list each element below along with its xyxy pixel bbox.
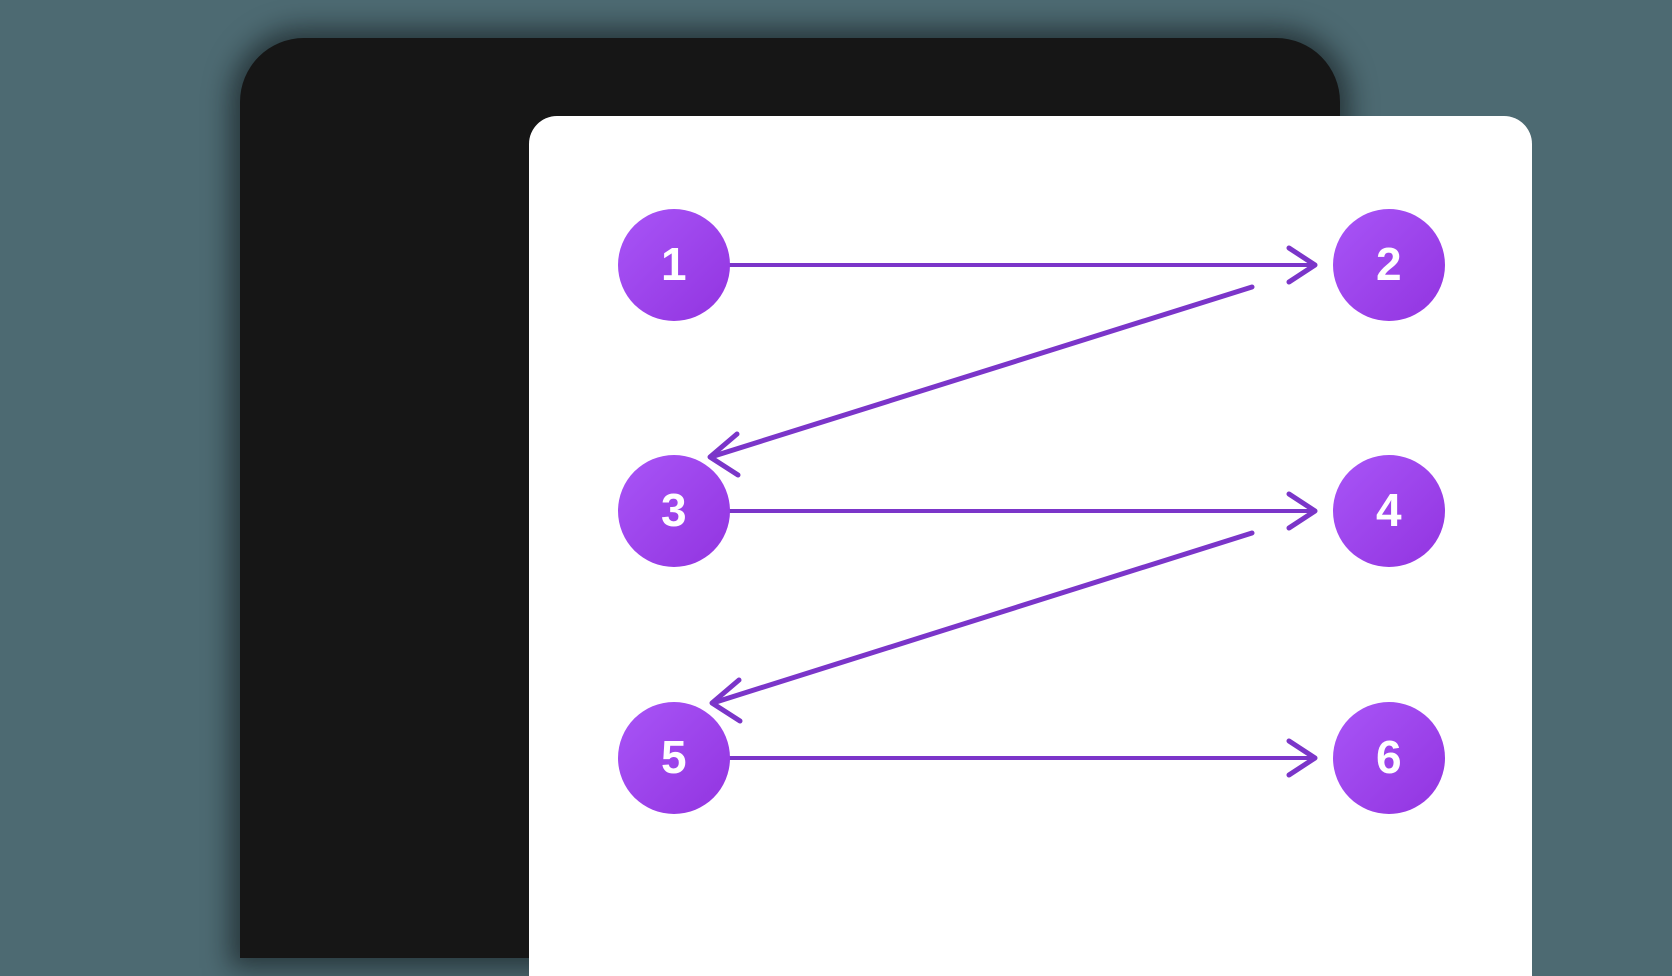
device-screen: 1 2 3 4 5 6 xyxy=(529,116,1532,976)
graph-node-1-label: 1 xyxy=(660,238,688,290)
edge-3-to-4 xyxy=(710,491,1318,531)
edge-1-to-2 xyxy=(710,245,1318,285)
graph-node-5-label: 5 xyxy=(660,731,688,783)
graph-node-3[interactable]: 3 xyxy=(618,455,730,567)
graph-node-6[interactable]: 6 xyxy=(1333,702,1445,814)
edge-5-to-6 xyxy=(710,738,1318,778)
screenshot-stage: 1 2 3 4 5 6 xyxy=(240,38,1532,976)
graph-node-5[interactable]: 5 xyxy=(618,702,730,814)
graph-node-3-label: 3 xyxy=(660,484,688,536)
graph-node-1[interactable]: 1 xyxy=(618,209,730,321)
graph-node-4-label: 4 xyxy=(1375,484,1403,536)
graph-node-2-label: 2 xyxy=(1375,238,1403,290)
graph-node-6-label: 6 xyxy=(1375,731,1403,783)
edge-4-to-5 xyxy=(709,530,1255,724)
edge-layer xyxy=(707,245,1318,778)
edge-2-to-3 xyxy=(707,284,1255,478)
device-frame: 1 2 3 4 5 6 xyxy=(240,38,1532,976)
graph-node-4[interactable]: 4 xyxy=(1333,455,1445,567)
graph-node-2[interactable]: 2 xyxy=(1333,209,1445,321)
flow-diagram: 1 2 3 4 5 6 xyxy=(529,116,1532,976)
